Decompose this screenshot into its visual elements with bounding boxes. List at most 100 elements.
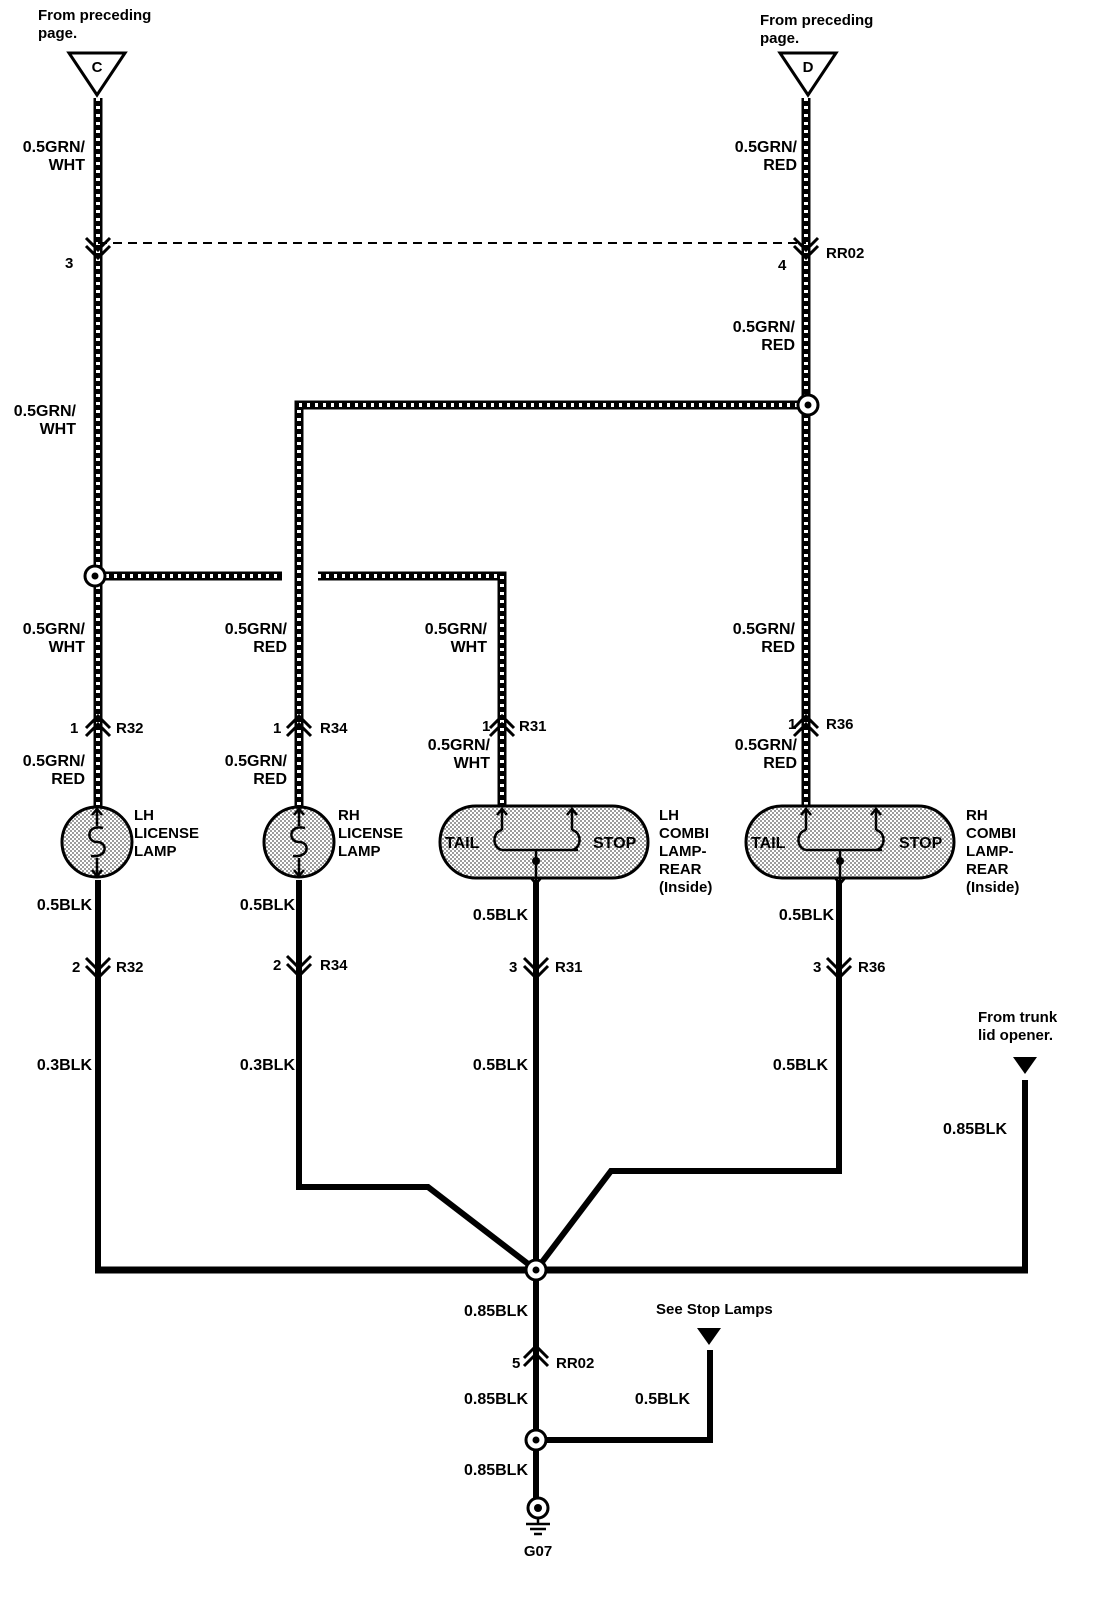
bulb-icon [88, 807, 106, 878]
svg-text:TAIL: TAIL [445, 835, 480, 852]
svg-text:0.5GRN/: 0.5GRN/ [23, 139, 86, 156]
svg-text:R31: R31 [555, 959, 583, 976]
svg-text:RED: RED [763, 755, 797, 772]
svg-text:2: 2 [273, 957, 281, 974]
svg-text:RED: RED [253, 771, 287, 788]
svg-text:LH: LH [659, 807, 679, 824]
svg-text:0.5BLK: 0.5BLK [773, 1057, 829, 1074]
bulb-icon [290, 807, 308, 878]
svg-text:R34: R34 [320, 720, 348, 737]
wire-rh-combi-ground [533, 880, 842, 1272]
wire-labels: 0.5GRN/ WHT 0.5GRN/ RED 0.5GRN/ RED 0.5G… [14, 139, 1008, 1479]
svg-text:0.5GRN/: 0.5GRN/ [425, 621, 488, 638]
svg-text:LAMP-: LAMP- [659, 843, 707, 860]
ground-label: G07 [524, 1543, 552, 1560]
svg-text:LICENSE: LICENSE [134, 825, 199, 842]
svg-text:REAR: REAR [966, 861, 1009, 878]
svg-text:RH: RH [966, 807, 988, 824]
svg-text:3: 3 [813, 959, 821, 976]
svg-text:page.: page. [760, 30, 799, 47]
svg-text:R32: R32 [116, 959, 144, 976]
svg-text:COMBI: COMBI [966, 825, 1016, 842]
svg-text:0.5GRN/: 0.5GRN/ [225, 621, 288, 638]
svg-text:From preceding: From preceding [38, 7, 151, 24]
connector-r36-1-icon [792, 713, 820, 738]
connector-chevrons [84, 236, 853, 1368]
svg-text:0.85BLK: 0.85BLK [464, 1391, 528, 1408]
pin-rr02-3: 3 [65, 255, 73, 272]
svg-text:LICENSE: LICENSE [338, 825, 403, 842]
offpage-see-stop-lamps: See Stop Lamps [656, 1301, 773, 1345]
svg-text:R31: R31 [519, 718, 547, 735]
svg-text:R36: R36 [858, 959, 886, 976]
svg-text:WHT: WHT [49, 157, 86, 174]
double-filament-bulb-icon [493, 807, 581, 886]
svg-text:From preceding: From preceding [760, 12, 873, 29]
svg-text:RR02: RR02 [556, 1355, 594, 1372]
svg-text:WHT: WHT [454, 755, 491, 772]
svg-text:WHT: WHT [49, 639, 86, 656]
ground-g07: G07 [524, 1496, 552, 1560]
connector-rr02-4-icon [792, 236, 820, 261]
svg-text:RH: RH [338, 807, 360, 824]
offpage-letter-d: D [803, 59, 814, 76]
svg-text:RED: RED [51, 771, 85, 788]
connector-r34-1-icon [285, 713, 313, 738]
svg-text:2: 2 [72, 959, 80, 976]
connector-labels: 3 4 RR02 1 R32 1 R34 1 R31 1 R36 2 R32 2… [65, 245, 886, 1372]
svg-text:0.5BLK: 0.5BLK [779, 907, 835, 924]
svg-text:0.5BLK: 0.5BLK [473, 1057, 529, 1074]
connector-r32-2-icon [84, 956, 112, 981]
svg-text:0.5BLK: 0.5BLK [473, 907, 529, 924]
ground-wires [95, 880, 1028, 1500]
svg-text:1: 1 [482, 718, 490, 735]
svg-text:5: 5 [512, 1355, 520, 1372]
svg-text:0.5GRN/: 0.5GRN/ [733, 621, 796, 638]
svg-text:0.5GRN/: 0.5GRN/ [735, 139, 798, 156]
svg-text:0.5GRN/: 0.5GRN/ [733, 319, 796, 336]
svg-text:0.85BLK: 0.85BLK [943, 1121, 1007, 1138]
svg-text:LH: LH [134, 807, 154, 824]
connector-r32-1-icon [84, 713, 112, 738]
double-filament-bulb-icon [797, 807, 885, 886]
svg-text:(Inside): (Inside) [966, 879, 1019, 896]
svg-text:0.3BLK: 0.3BLK [240, 1057, 296, 1074]
svg-text:0.5BLK: 0.5BLK [240, 897, 296, 914]
lh-combi-lamp-rear: TAIL STOP LH COMBI LAMP- REAR (Inside) [438, 804, 712, 896]
svg-text:See Stop Lamps: See Stop Lamps [656, 1301, 773, 1318]
offpage-connector-c: From preceding page. C [38, 7, 151, 98]
svg-text:0.5GRN/: 0.5GRN/ [23, 753, 86, 770]
svg-text:LAMP: LAMP [338, 843, 381, 860]
offpage-trunk-lid-opener: From trunk lid opener. [978, 1009, 1058, 1074]
svg-text:RED: RED [763, 157, 797, 174]
lh-license-lamp: LH LICENSE LAMP [60, 805, 199, 879]
svg-text:3: 3 [509, 959, 517, 976]
splice-c [83, 564, 107, 588]
svg-text:0.5GRN/: 0.5GRN/ [23, 621, 86, 638]
svg-text:1: 1 [788, 716, 796, 733]
connector-name-rr02-top: RR02 [826, 245, 864, 262]
wire-rh-license-feed [294, 400, 806, 808]
splices [83, 393, 820, 1452]
svg-text:RED: RED [253, 639, 287, 656]
striped-wires [93, 98, 811, 808]
svg-text:WHT: WHT [451, 639, 488, 656]
splice-d [796, 393, 820, 417]
svg-text:0.5GRN/: 0.5GRN/ [14, 403, 77, 420]
wire-rh-license-ground [296, 880, 538, 1273]
svg-text:R36: R36 [826, 716, 854, 733]
svg-text:0.85BLK: 0.85BLK [464, 1303, 528, 1320]
connector-r36-3-icon [825, 956, 853, 981]
svg-text:0.3BLK: 0.3BLK [37, 1057, 93, 1074]
svg-text:From trunk: From trunk [978, 1009, 1058, 1026]
svg-text:R34: R34 [320, 957, 348, 974]
pin-rr02-4: 4 [778, 257, 787, 274]
wire-stop-lamps [536, 1350, 713, 1443]
splice-ground-bus [524, 1258, 548, 1282]
svg-text:1: 1 [70, 720, 78, 737]
connector-r31-3-icon [522, 956, 550, 981]
connector-r34-2-icon [285, 954, 313, 979]
svg-text:0.5GRN/: 0.5GRN/ [735, 737, 798, 754]
connector-rr02-3-icon [84, 236, 112, 261]
